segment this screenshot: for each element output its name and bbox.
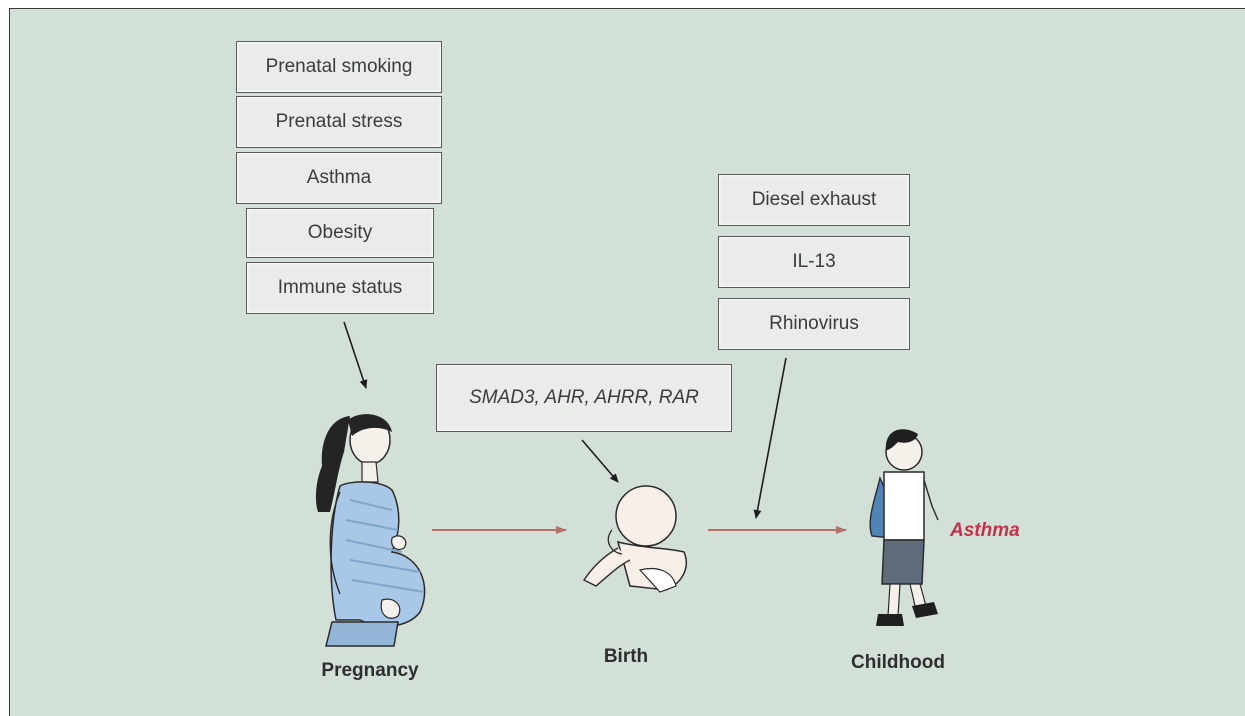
factor-prenatal-smoking: Prenatal smoking — [236, 41, 442, 93]
pregnant-woman-illustration — [315, 414, 426, 647]
outcome-asthma: Asthma — [950, 520, 1020, 541]
stage-label-childhood: Childhood — [851, 652, 945, 673]
diagram-panel — [9, 8, 1245, 716]
genes-box: SMAD3, AHR, AHRR, RAR — [436, 364, 732, 432]
child-illustration — [869, 429, 939, 626]
stage-label-birth: Birth — [603, 646, 649, 667]
factor-il-13: IL-13 — [718, 236, 910, 288]
factor-diesel-exhaust: Diesel exhaust — [718, 174, 910, 226]
factor-obesity: Obesity — [246, 208, 434, 258]
factor-immune-status: Immune status — [246, 262, 434, 314]
factor-rhinovirus: Rhinovirus — [718, 298, 910, 350]
factor-asthma: Asthma — [236, 152, 442, 204]
stage-label-pregnancy: Pregnancy — [321, 660, 419, 681]
arrow-childhood-factors-to-timeline — [753, 357, 787, 519]
arrow-genes-to-birth — [581, 439, 619, 483]
infant-illustration — [582, 485, 687, 593]
factor-prenatal-stress: Prenatal stress — [236, 96, 442, 148]
arrow-prenatal-to-pregnancy — [343, 321, 368, 389]
